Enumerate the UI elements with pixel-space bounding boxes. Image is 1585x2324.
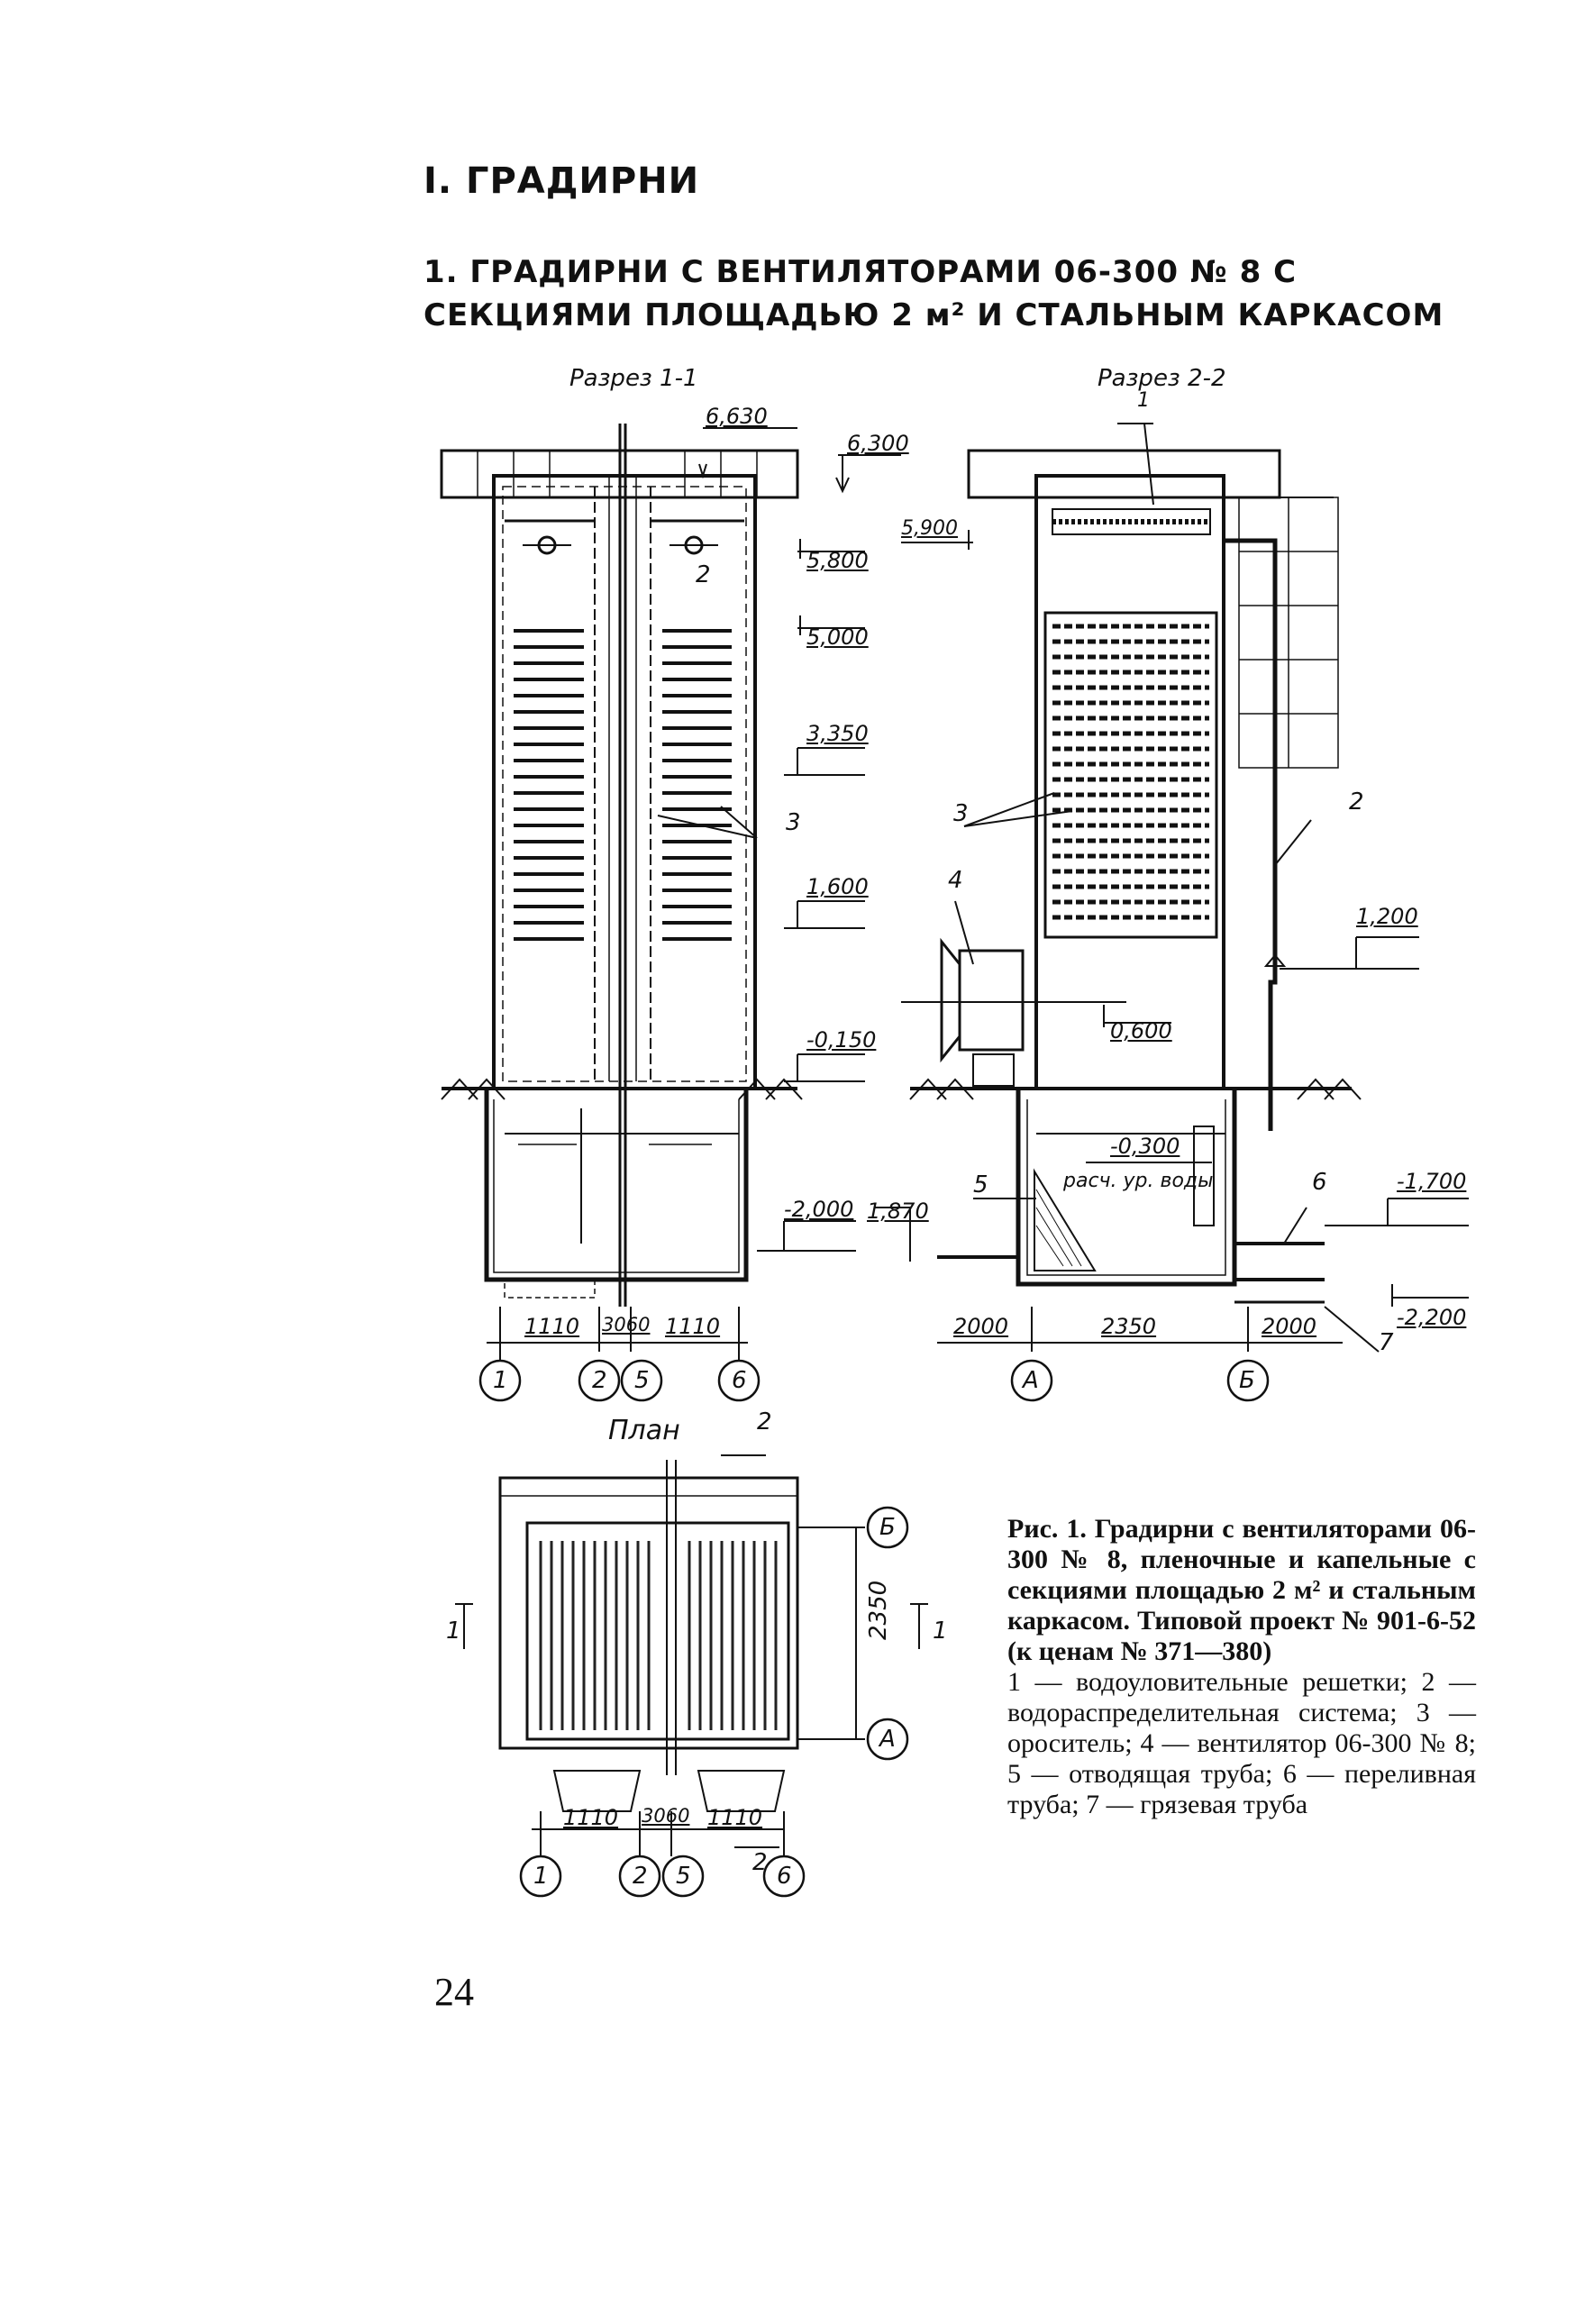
callout-number: 4 — [948, 867, 963, 894]
axis-marker: 1 — [533, 1863, 549, 1890]
elevation-label: -1,700 — [1397, 1169, 1467, 1194]
elevation-label: 5,800 — [806, 548, 869, 573]
page-number: 24 — [434, 1970, 474, 2014]
elevation-label: 6,630 — [706, 404, 768, 429]
chapter-title: I. ГРАДИРНИ — [424, 160, 700, 202]
plan-linework — [455, 1454, 928, 1898]
dimension-label: 2350 — [865, 1580, 892, 1640]
section-2-2-title: Разрез 2-2 — [1098, 365, 1226, 392]
section-1-1-linework — [440, 424, 901, 1402]
callout-number: 2 — [696, 561, 711, 588]
dimension-label: 2350 — [1101, 1314, 1157, 1339]
axis-marker: 2 — [633, 1863, 648, 1890]
dimension-label: 1110 — [707, 1805, 763, 1830]
callout-number: 2 — [1349, 788, 1364, 816]
dimension-label: 2000 — [1262, 1314, 1317, 1339]
dimension-label: 1110 — [665, 1314, 721, 1339]
cut-mark-label: 2 — [757, 1408, 772, 1435]
callout-number: 6 — [1312, 1169, 1327, 1196]
callout-number: 1 — [1137, 389, 1150, 412]
elevation-label: -2,000 — [784, 1197, 854, 1222]
elevation-label: 1,600 — [806, 874, 869, 899]
caption-heading: Рис. 1. Градирни с вентиляторами 06-300 … — [1007, 1514, 1476, 1666]
figure-caption: Рис. 1. Градирни с вентиляторами 06-300 … — [1007, 1514, 1476, 1820]
callout-number: 3 — [953, 800, 969, 827]
cut-mark-label: 1 — [933, 1618, 948, 1645]
dimension-label: 3060 — [642, 1805, 690, 1827]
section-1-1-title: Разрез 1-1 — [569, 365, 698, 392]
dimension-label: 1110 — [563, 1805, 619, 1830]
axis-marker: 5 — [634, 1367, 650, 1394]
cut-mark-label: 1 — [446, 1618, 461, 1645]
elevation-label: -2,200 — [1397, 1305, 1467, 1330]
dimension-label: 3060 — [602, 1314, 651, 1335]
axis-marker: 2 — [592, 1367, 607, 1394]
callout-number: 3 — [786, 809, 801, 836]
axis-marker: 1 — [493, 1367, 508, 1394]
axis-marker: 6 — [777, 1863, 792, 1890]
elevation-label: 1,200 — [1356, 904, 1418, 929]
section-2-2-linework — [874, 423, 1469, 1402]
axis-marker: Б — [1239, 1367, 1255, 1394]
dimension-label: 2000 — [953, 1314, 1009, 1339]
section-title: 1. ГРАДИРНИ С ВЕНТИЛЯТОРАМИ 06-300 № 8 С… — [424, 254, 1444, 333]
axis-marker: 5 — [676, 1863, 691, 1890]
axis-marker: А — [879, 1726, 896, 1753]
dimension-label: 1110 — [524, 1314, 580, 1339]
axis-marker: Б — [879, 1514, 896, 1541]
cut-mark-label: 2 — [752, 1849, 768, 1876]
axis-marker: 6 — [732, 1367, 747, 1394]
elevation-label: 5,000 — [806, 624, 869, 650]
elevation-label: 1,870 — [867, 1198, 929, 1224]
elevation-label: 5,900 — [901, 517, 958, 540]
elevation-label: 3,350 — [806, 721, 869, 746]
elevation-label: -0,150 — [806, 1027, 877, 1053]
caption-legend: 1 — водоуловительные решетки; 2 — водора… — [1007, 1667, 1476, 1819]
callout-number: 5 — [973, 1171, 988, 1198]
axis-marker: А — [1023, 1367, 1039, 1394]
elevation-label: 0,600 — [1110, 1018, 1172, 1044]
elevation-label: -0,300 — [1110, 1134, 1180, 1159]
elevation-label: 6,300 — [847, 431, 909, 456]
plan-title: План — [608, 1415, 680, 1446]
callout-number: 7 — [1379, 1329, 1394, 1356]
water-level-label: расч. ур. воды — [1063, 1170, 1214, 1192]
